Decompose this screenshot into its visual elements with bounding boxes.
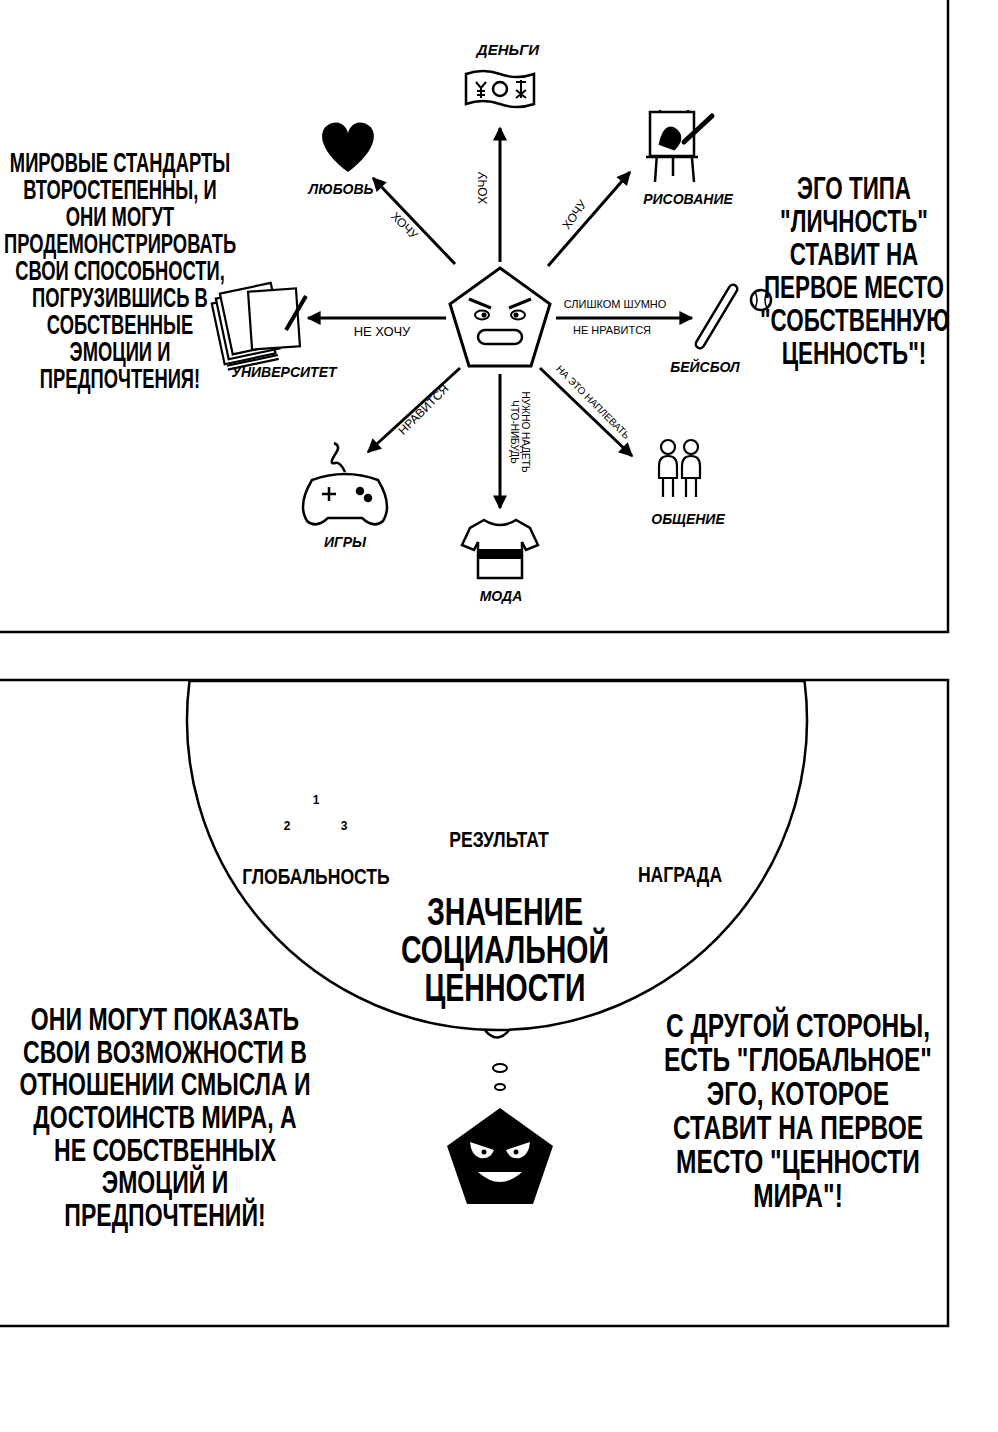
arrow-label: НУЖНО НАДЕТЬ ЧТО-НИБУДЬ	[509, 390, 531, 474]
item-label: БЕЙСБОЛ	[670, 360, 739, 375]
heart-icon	[322, 122, 374, 172]
arrow	[548, 172, 630, 266]
ego-pentagon	[450, 268, 550, 366]
tshirt-icon	[462, 520, 538, 578]
gamepad-icon	[303, 443, 387, 524]
arrow-label: НРАВИТСЯ	[396, 382, 451, 437]
caption-text: ОНИ МОГУТ ПОКАЗАТЬ СВОИ ВОЗМОЖНОСТИ В ОТ…	[18, 1003, 312, 1231]
small-label: СЛИШКОМ ШУМНО	[564, 298, 667, 310]
arrow-label: ХОЧУ	[477, 172, 490, 204]
bat	[700, 289, 733, 344]
caption-text: ЭГО ТИПА "ЛИЧНОСТЬ" СТАВИТ НА ПЕРВОЕ МЕС…	[760, 172, 948, 370]
item-label: ДЕНЬГИ	[477, 42, 539, 59]
value-label: РЕЗУЛЬТАТ	[449, 828, 549, 852]
arrow	[499, 128, 502, 262]
arrow	[368, 368, 460, 452]
caption-text: С ДРУГОЙ СТОРОНЫ, ЕСТЬ "ГЛОБАЛЬНОЕ" ЭГО,…	[656, 1008, 940, 1212]
small-label: 3	[341, 820, 348, 833]
body	[659, 456, 677, 497]
arrow-label: ХОЧУ	[388, 210, 420, 242]
small-label: 2	[284, 820, 291, 833]
people-icon	[659, 440, 700, 497]
thought-dot	[493, 1064, 507, 1072]
body	[682, 456, 700, 497]
arrow-label: ХОЧУ	[560, 198, 589, 232]
arrow	[499, 374, 502, 508]
small-label: НЕ ХОЧУ	[354, 325, 411, 339]
pentagon	[450, 268, 550, 366]
button	[365, 495, 371, 501]
bubble-title: ЗНАЧЕНИЕ СОЦИАЛЬНОЙ ЦЕННОСТИ	[396, 893, 614, 1007]
pen	[286, 296, 306, 330]
arrow	[540, 368, 632, 456]
bill-mark	[493, 82, 507, 96]
eye	[475, 311, 489, 320]
mouth	[478, 1172, 522, 1182]
item-label: МОДА	[480, 589, 523, 604]
arrow	[308, 317, 446, 320]
paint	[660, 128, 680, 149]
eye	[470, 1142, 494, 1158]
panel-border	[0, 680, 948, 1326]
arrow-label: НА ЭТО НАПЛЕВАТЬ	[554, 363, 632, 441]
brows	[469, 299, 531, 308]
bubble-shape	[187, 681, 807, 1030]
money-icon	[466, 71, 534, 107]
canvas	[650, 112, 694, 156]
head	[684, 440, 698, 454]
papers-icon	[210, 283, 306, 370]
bill-mark	[516, 80, 526, 98]
pupil	[482, 1150, 487, 1155]
stripe	[478, 549, 522, 559]
panel-border	[0, 0, 948, 632]
pupil	[514, 1150, 519, 1155]
bat	[700, 289, 733, 344]
arrow	[556, 317, 692, 320]
value-label: ГЛОБАЛЬНОСТЬ	[242, 865, 390, 889]
arrows	[308, 128, 692, 508]
eye	[506, 1142, 530, 1158]
bill	[466, 71, 534, 107]
small-label: 1	[313, 794, 320, 807]
pupil	[514, 313, 519, 318]
arrow	[373, 178, 455, 264]
global-ego-pentagon	[447, 1108, 553, 1204]
item-label: ЛЮБОВЬ	[309, 182, 374, 197]
eye	[511, 311, 525, 320]
thought-bubble: ГЛОБАЛЬНОСТЬ РЕЗУЛЬТАТ НАГРАДА ЗНАЧЕНИЕ СОЦ…	[186, 681, 808, 1031]
thought-dot	[495, 1084, 505, 1090]
dpad	[322, 487, 336, 501]
easel-ledge	[646, 156, 698, 159]
gamepad	[303, 474, 387, 524]
button	[357, 488, 363, 494]
value-label: НАГРАДА	[638, 863, 722, 887]
mouth	[478, 330, 522, 344]
item-label: ОБЩЕНИЕ	[651, 512, 725, 527]
bill-mark	[476, 82, 486, 98]
brush	[684, 116, 712, 142]
item-label: ИГРЫ	[324, 535, 366, 550]
small-label: НЕ НРАВИТСЯ	[573, 324, 651, 336]
tshirt	[462, 520, 538, 578]
head	[661, 440, 675, 454]
pupil	[482, 313, 487, 318]
pentagon	[447, 1108, 553, 1204]
easel-icon	[646, 110, 712, 182]
caption-text: МИРОВЫЕ СТАНДАРТЫ ВТОРОСТЕПЕННЫ, И ОНИ М…	[4, 150, 236, 393]
item-label: УНИВЕРСИТЕТ	[231, 365, 336, 380]
cord	[332, 443, 345, 472]
item-label: РИСОВАНИЕ	[643, 192, 733, 207]
